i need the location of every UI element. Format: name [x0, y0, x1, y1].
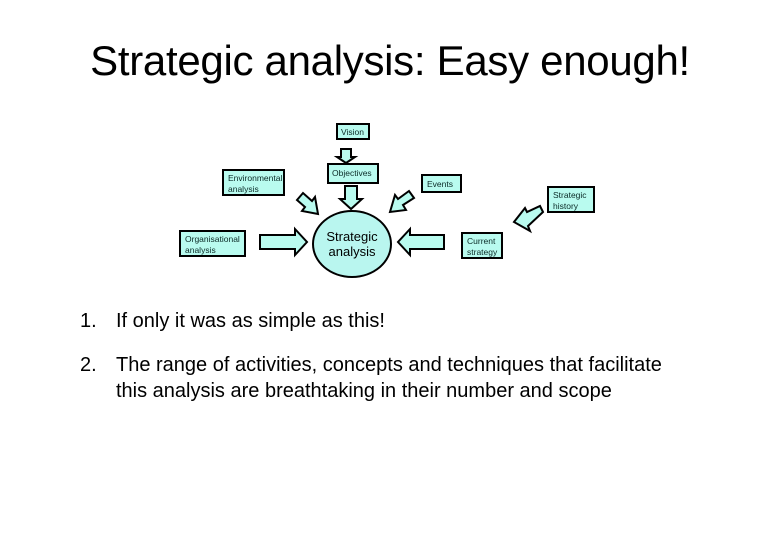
center-strategic-analysis: Strategic analysis — [312, 210, 392, 278]
numbered-list: 1. If only it was as simple as this! 2. … — [80, 308, 720, 422]
list-item-text: If only it was as simple as this! — [116, 310, 385, 332]
box-organisational-label-2: analysis — [185, 245, 216, 255]
box-organisational-analysis: Organisational analysis — [179, 230, 246, 257]
center-label-1: Strategic — [326, 229, 378, 244]
box-environmental-analysis: Environmental analysis — [222, 169, 285, 196]
box-environmental-label-2: analysis — [228, 184, 259, 194]
center-label-2: analysis — [328, 244, 376, 259]
box-current-label-1: Current — [467, 236, 496, 246]
box-vision: Vision — [336, 123, 370, 140]
list-item-text: The range of activities, concepts and te… — [116, 354, 662, 402]
arrow-objectives-to-center — [337, 185, 365, 211]
box-strategic-history: Strategic history — [547, 186, 595, 213]
box-events: Events — [421, 174, 462, 193]
box-events-label: Events — [427, 179, 453, 189]
arrow-vision-to-objectives — [333, 148, 359, 165]
arrow-events-to-center — [388, 189, 416, 214]
box-environmental-label-1: Environmental — [228, 173, 283, 183]
arrow-environmental-to-center — [295, 191, 320, 216]
arrow-current-to-center — [396, 226, 445, 258]
strategic-analysis-diagram: Vision Objectives Environmental analysis… — [179, 123, 595, 278]
box-objectives: Objectives — [327, 163, 379, 184]
arrow-organisational-to-center — [259, 226, 309, 258]
box-history-label-1: Strategic — [553, 190, 587, 200]
slide-title: Strategic analysis: Easy enough! — [90, 37, 690, 84]
box-vision-label: Vision — [341, 127, 364, 137]
list-item: 1. If only it was as simple as this! — [80, 308, 720, 334]
box-objectives-label: Objectives — [332, 168, 372, 178]
arrow-history-to-current — [512, 204, 545, 234]
box-current-label-2: strategy — [467, 247, 498, 257]
list-item-number: 1. — [80, 310, 97, 332]
box-organisational-label-1: Organisational — [185, 234, 240, 244]
list-item: 2. The range of activities, concepts and… — [80, 352, 720, 404]
box-current-strategy: Current strategy — [461, 232, 503, 259]
box-history-label-2: history — [553, 201, 579, 211]
list-item-number: 2. — [80, 354, 97, 376]
block-arrows — [259, 148, 545, 258]
